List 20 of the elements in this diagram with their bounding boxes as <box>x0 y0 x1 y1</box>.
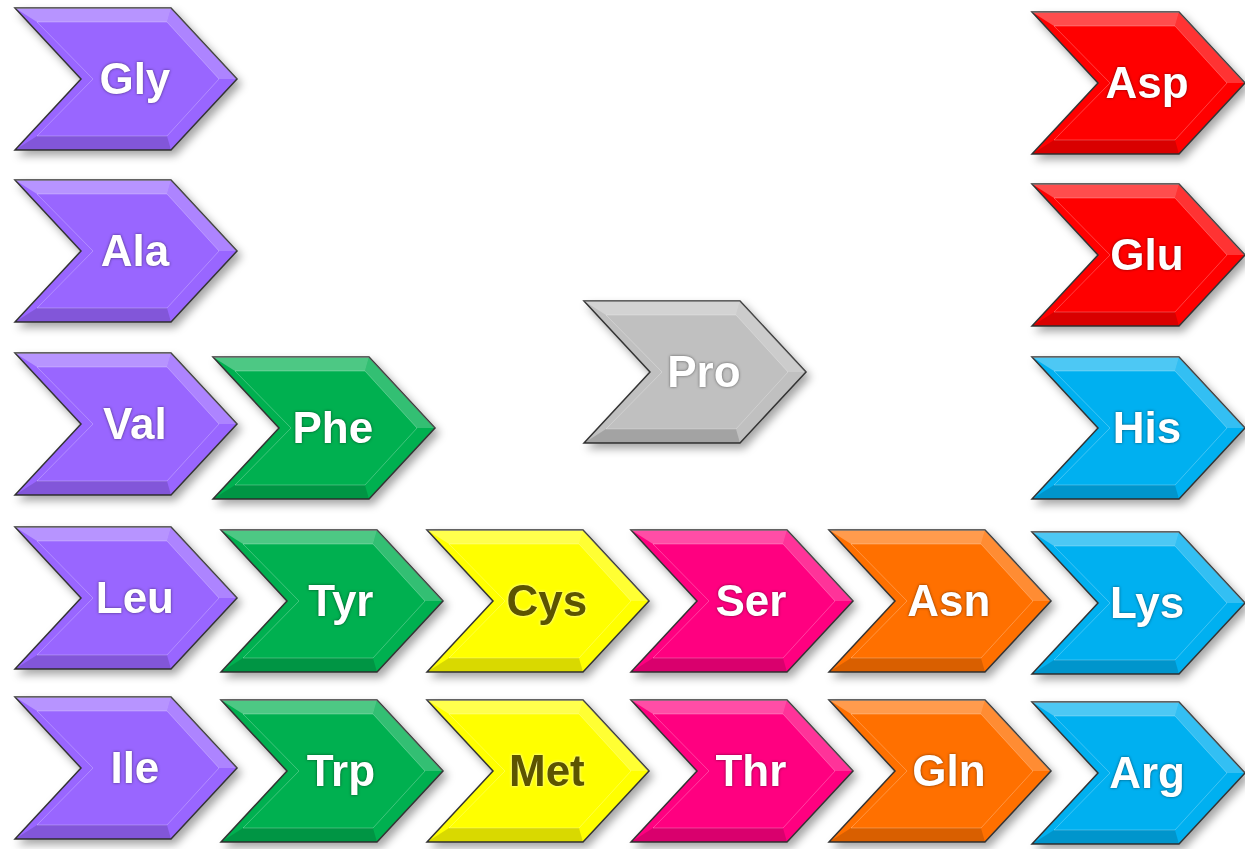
amino-acid-label: Gln <box>912 746 986 796</box>
amino-acid-label: Lys <box>1109 578 1185 628</box>
amino-acid-label: Gly <box>99 54 171 104</box>
amino-acid-label: Asn <box>907 576 991 626</box>
amino-acid-label: Ala <box>100 226 170 276</box>
amino-acid-label: Thr <box>715 746 787 796</box>
amino-acid-label: Phe <box>292 403 374 453</box>
amino-acid-label: His <box>1112 403 1182 453</box>
amino-acid-label: Ser <box>715 576 787 626</box>
amino-acid-label: Ile <box>110 743 160 793</box>
amino-acid-label: Asp <box>1105 58 1189 108</box>
amino-acid-label: Leu <box>95 573 174 623</box>
amino-acid-label: Arg <box>1109 748 1185 798</box>
amino-acid-label: Met <box>509 746 585 796</box>
amino-acid-label: Val <box>103 399 167 449</box>
amino-acid-label: Tyr <box>308 576 374 626</box>
amino-acid-label: Pro <box>667 347 741 397</box>
amino-acid-label: Trp <box>306 746 376 796</box>
amino-acid-label: Cys <box>506 576 588 626</box>
amino-acid-label: Glu <box>1110 230 1184 280</box>
